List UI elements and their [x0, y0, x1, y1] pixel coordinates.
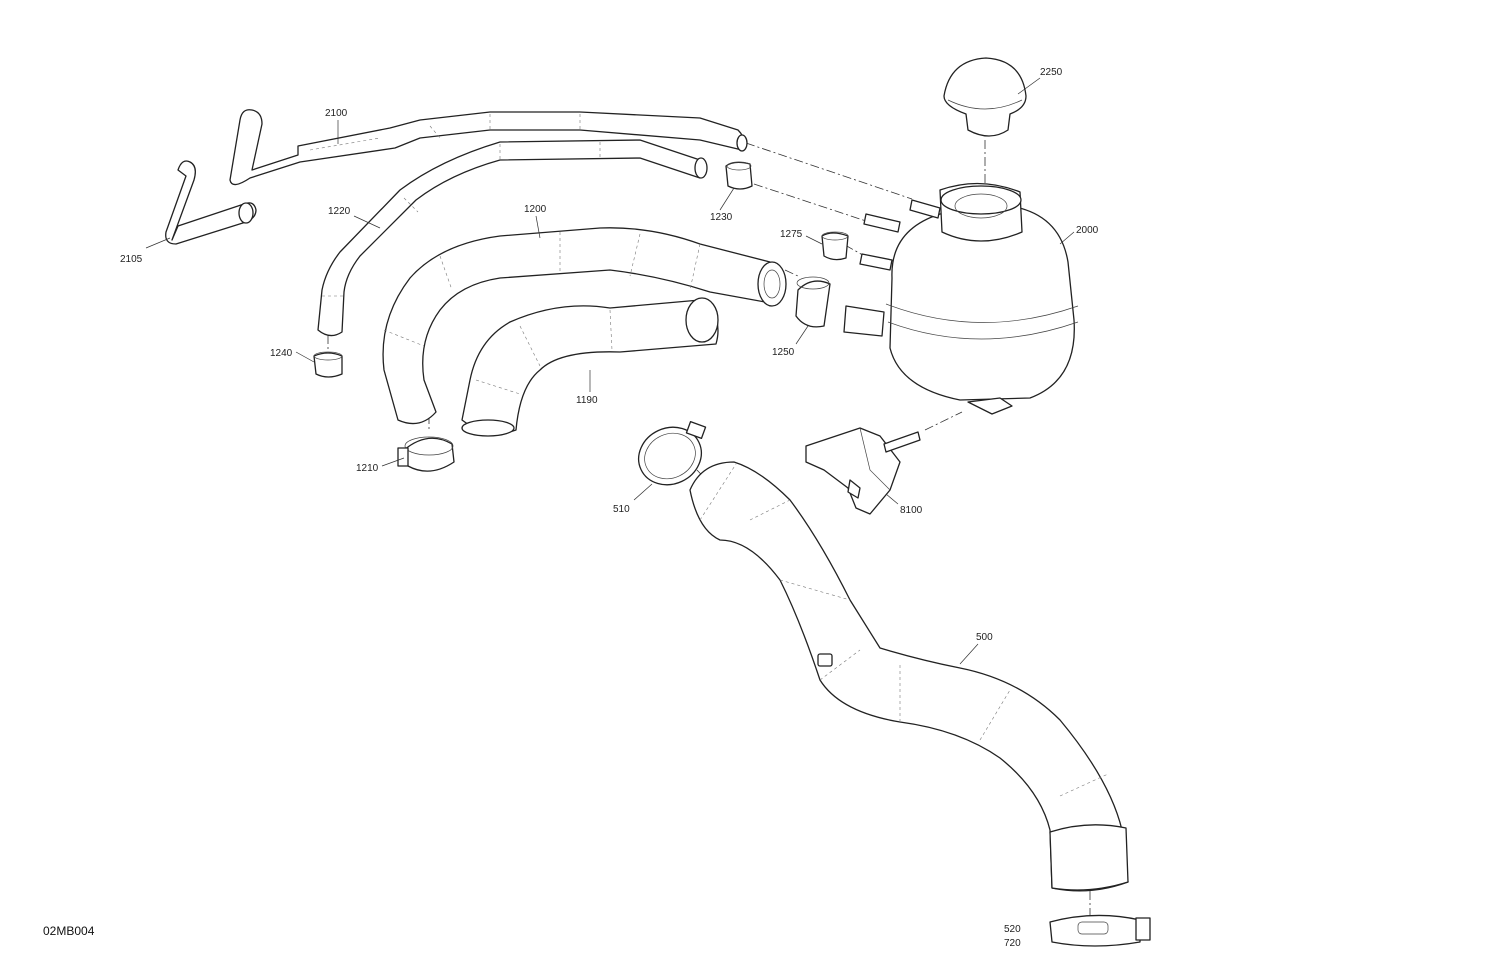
hose-500[interactable]: [689, 461, 1129, 892]
clamp-1275[interactable]: [821, 231, 849, 261]
callout-2100: 2100: [325, 108, 348, 119]
cap-2250[interactable]: [943, 57, 1027, 137]
callout-1210: 1210: [356, 463, 379, 474]
hose-2100[interactable]: [229, 109, 748, 186]
hose-1220[interactable]: [317, 139, 708, 337]
callout-510: 510: [613, 504, 630, 515]
callout-1220: 1220: [328, 206, 351, 217]
clamp-1250[interactable]: [795, 276, 831, 328]
bracket-8100[interactable]: [805, 427, 921, 515]
clamp-1230[interactable]: [725, 161, 753, 190]
callout-labels: 2250 2100 2105 1220 1200 1230 1275 2000 …: [120, 67, 1099, 949]
hose-2105[interactable]: [165, 160, 257, 245]
callout-8100: 8100: [900, 505, 923, 516]
callout-1230: 1230: [710, 212, 733, 223]
callout-500: 500: [976, 632, 993, 643]
callout-2000: 2000: [1076, 225, 1099, 236]
reservoir-2000[interactable]: [843, 182, 1079, 415]
callout-2105: 2105: [120, 254, 143, 265]
clamp-1210[interactable]: [397, 436, 455, 472]
clamp-510[interactable]: [629, 417, 711, 495]
callout-1275: 1275: [780, 229, 803, 240]
hose-1200[interactable]: [382, 227, 787, 425]
callout-2250: 2250: [1040, 67, 1063, 78]
callout-1190: 1190: [576, 395, 598, 406]
callout-1200: 1200: [524, 204, 547, 215]
clamp-520-720[interactable]: [1049, 914, 1151, 947]
callout-1240: 1240: [270, 348, 293, 359]
callout-1250: 1250: [772, 347, 795, 358]
callout-520: 520: [1004, 924, 1021, 935]
diagram-code: 02MB004: [43, 924, 95, 938]
leader-lines: [145, 77, 1075, 665]
hose-1190[interactable]: [461, 297, 719, 437]
sleeve-1240[interactable]: [313, 351, 343, 378]
callout-720: 720: [1004, 938, 1021, 949]
